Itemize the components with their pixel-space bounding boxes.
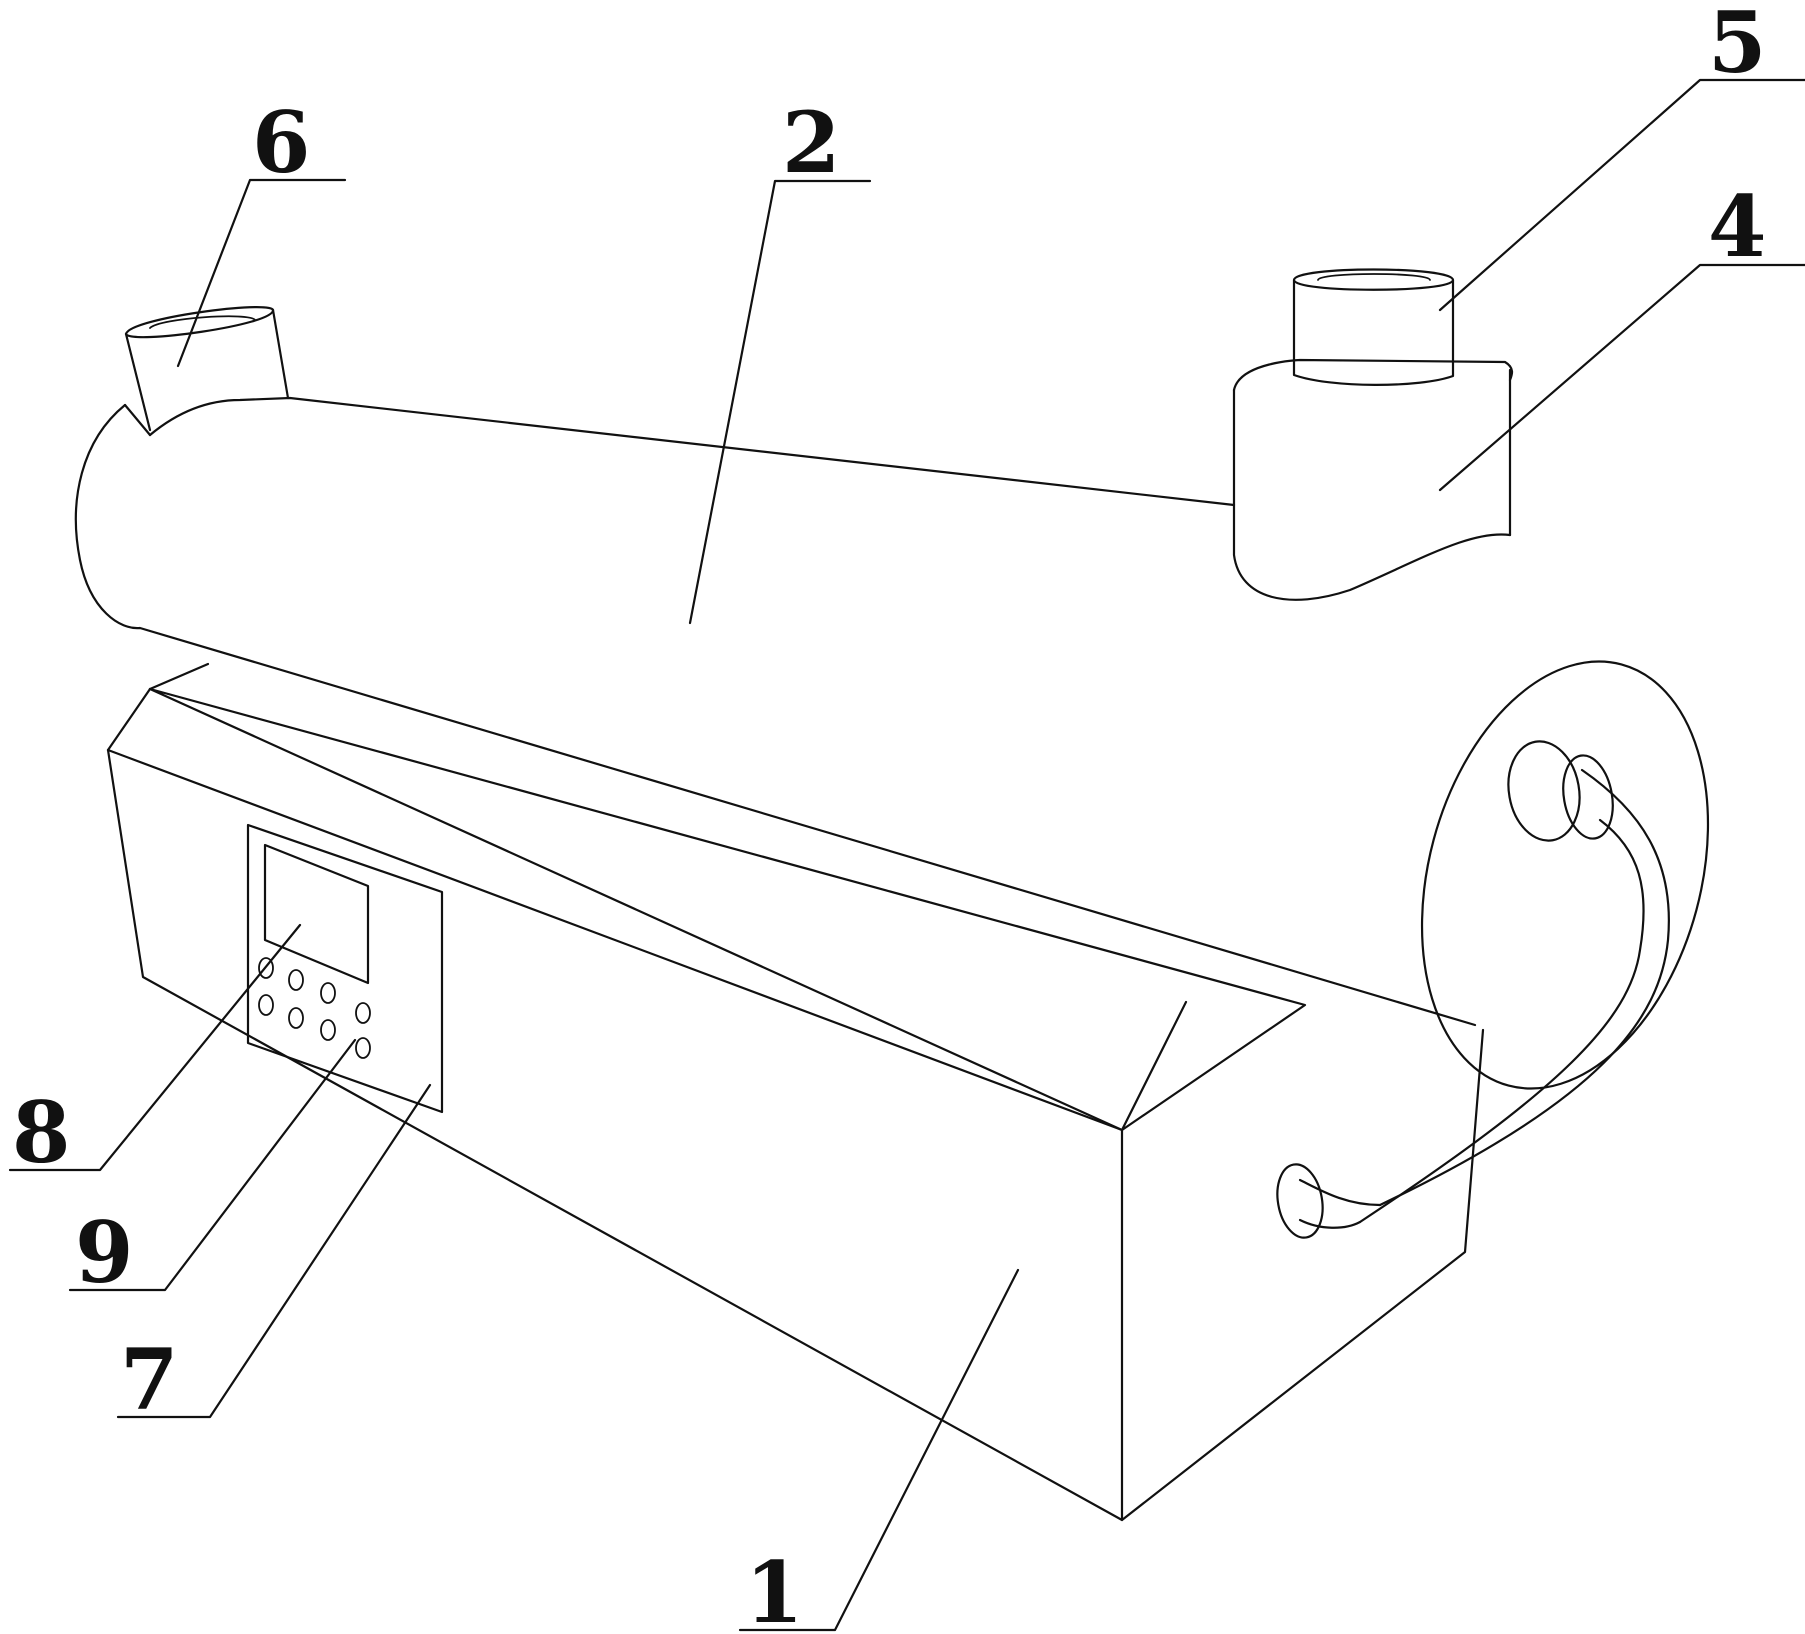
button-group xyxy=(258,957,371,1059)
inlet-pipe xyxy=(124,306,290,432)
leader-6 xyxy=(176,178,347,368)
label-7: 7 xyxy=(120,1330,178,1429)
leader-7 xyxy=(116,1083,432,1419)
label-6: 6 xyxy=(252,93,310,192)
leader-8 xyxy=(8,923,302,1172)
label-8: 8 xyxy=(12,1083,70,1182)
leader-4 xyxy=(1438,263,1805,492)
label-2: 2 xyxy=(782,93,840,192)
outlet-cap xyxy=(1292,268,1455,386)
label-5: 5 xyxy=(1708,0,1766,92)
outlet-pipe xyxy=(1232,358,1514,601)
tube-body xyxy=(74,396,1477,1027)
base-housing xyxy=(106,662,1485,1522)
label-9: 9 xyxy=(75,1203,133,1302)
leader-lines xyxy=(8,78,1805,1632)
reference-labels: 6 2 5 4 8 9 7 1 xyxy=(12,0,1766,1634)
label-4: 4 xyxy=(1708,177,1766,276)
leader-1 xyxy=(738,1268,1020,1632)
leader-9 xyxy=(68,1038,357,1292)
cable-assembly xyxy=(1276,740,1670,1239)
end-cap xyxy=(1420,660,1710,1090)
control-panel xyxy=(246,823,444,1114)
leader-5 xyxy=(1438,78,1805,312)
label-1: 1 xyxy=(745,1543,803,1634)
leader-2 xyxy=(688,179,872,625)
display-screen xyxy=(263,843,370,985)
